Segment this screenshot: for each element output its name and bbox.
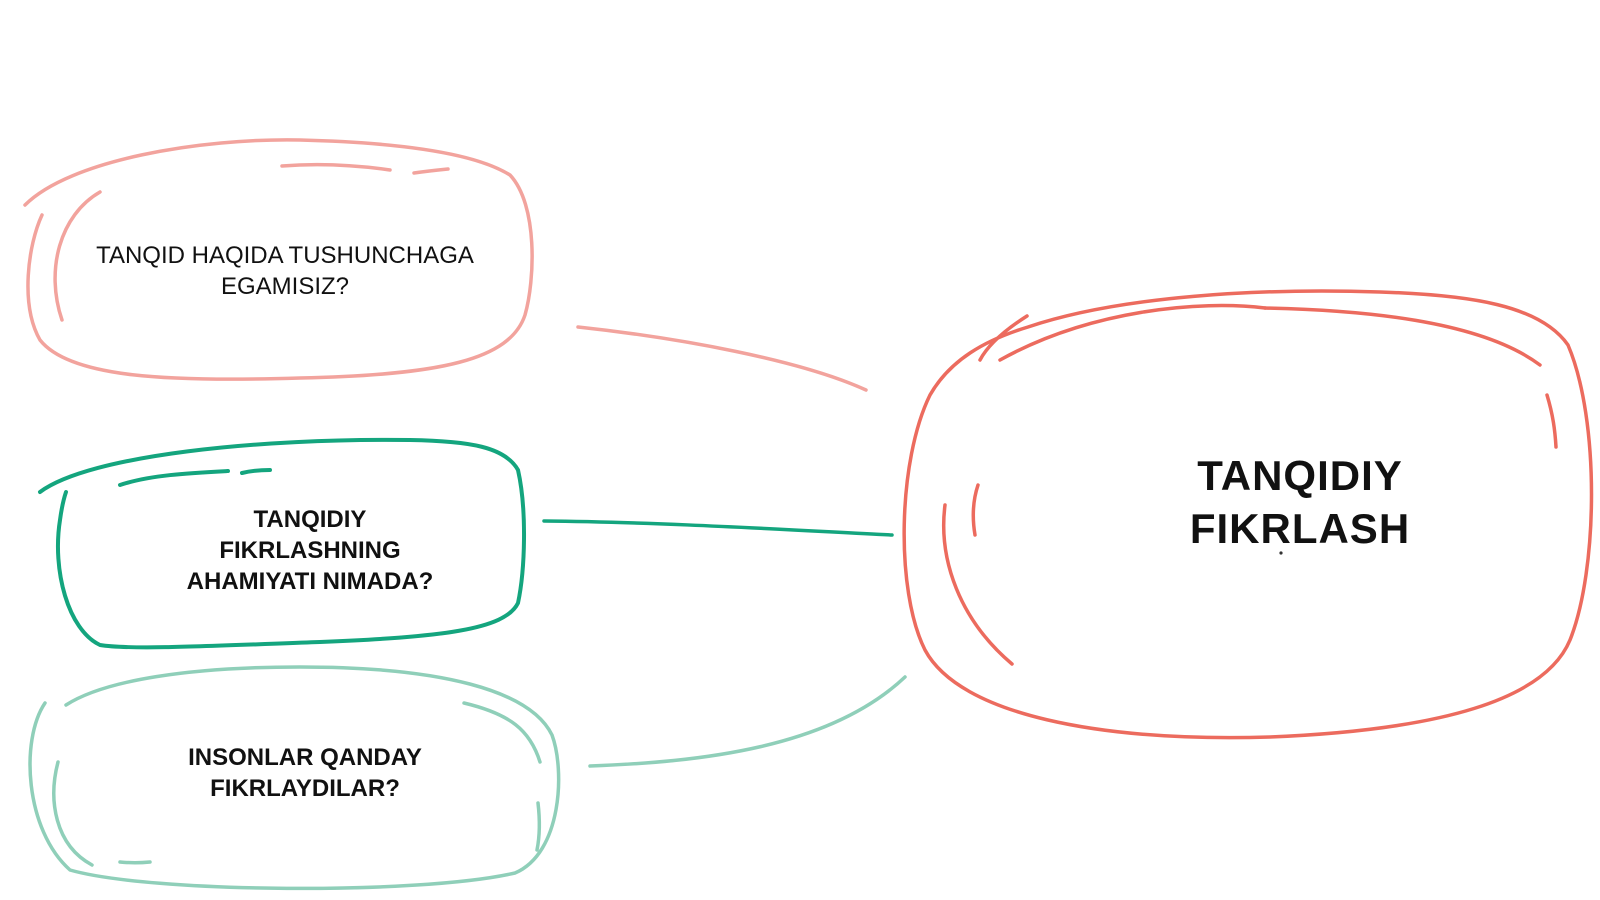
node1-outline-inner — [53, 190, 102, 322]
center-outline-inner-left — [942, 503, 1014, 666]
node1-outline-main — [23, 138, 534, 381]
connectors — [542, 325, 907, 768]
connector-branch-2 — [542, 519, 894, 537]
center-outline-tick-left — [971, 483, 980, 537]
node1-outline-dash-b — [412, 167, 450, 175]
node-outline-ahamiyati — [38, 437, 526, 650]
node3-outline-inner-right — [462, 701, 542, 764]
center-node-label: TANQIDIY FIKRLASH — [1189, 452, 1411, 552]
center-outline-inner-top-right — [1263, 306, 1542, 367]
center-outline-tick-right — [1545, 393, 1558, 449]
node-outline-tanqid-haqida — [23, 138, 534, 381]
branch-label-insonlar: INSONLAR QANDAY FIKRLAYDILAR? — [188, 744, 422, 803]
connector-branch-3 — [588, 675, 907, 768]
center-outline-inner-top — [978, 314, 1029, 362]
node3-outline-dash — [118, 860, 152, 865]
connector-branch-1 — [576, 325, 868, 392]
node3-outline-main — [28, 665, 561, 891]
node3-outline-inner-left — [52, 760, 94, 867]
node2-outline-main — [38, 437, 526, 650]
node3-outline-inner-tick — [535, 801, 542, 852]
center-dot — [1279, 551, 1283, 555]
center-node-outline — [902, 289, 1594, 740]
center-outline-main — [902, 289, 1594, 740]
node2-outline-dash-a — [118, 469, 230, 487]
node-outline-insonlar — [28, 665, 561, 891]
branch-label-ahamiyati: TANQIDIY FIKRLASHNING AHAMIYATI NIMADA? — [186, 506, 434, 596]
center-outline-inner-arc — [998, 303, 1267, 362]
node2-outline-dash-b — [240, 468, 272, 475]
branch-label-tanqid-haqida: TANQID HAQIDA TUSHUNCHAGA EGAMISIZ? — [96, 242, 474, 301]
node1-outline-dash-a — [280, 162, 392, 172]
